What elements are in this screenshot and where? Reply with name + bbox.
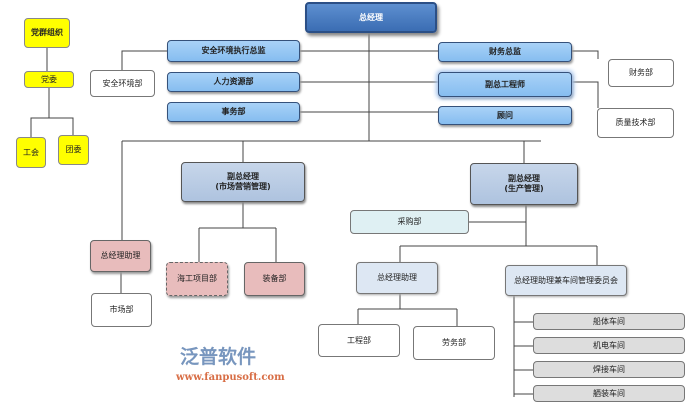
youth-league-box: 团委 [58,135,89,165]
watermark-url: www.fanpusoft.com [176,372,285,383]
vp-production-box: 副总经理(生产管理) [470,163,578,205]
hr-box: 人力资源部 [167,72,300,92]
cfo-box: 财务总监 [438,42,572,62]
workshop-committee-box: 总经理助理兼车间管理委员会 [505,265,627,296]
equipment-dept-box: 装备部 [244,262,305,296]
engineering-dept-box: 工程部 [318,324,400,357]
vp-production-title: 副总经理 [508,174,540,184]
gm-assistant-market-box: 总经理助理 [90,240,151,272]
party-org-box: 党群组织 [24,18,70,48]
gm-assistant-production-box: 总经理助理 [356,262,438,294]
vp-production-sub: (生产管理) [504,184,544,193]
safety-director-box: 安全环境执行总监 [167,40,300,62]
general-manager-box: 总经理 [305,2,437,33]
safety-dept-box: 安全环境部 [90,70,155,97]
party-committee-box: 党委 [24,71,74,88]
affairs-box: 事务部 [167,102,300,122]
watermark-logo: 泛普软件 [180,346,257,368]
vp-marketing-box: 副总经理(市场营销管理) [181,162,305,202]
workshop-box: 舾装车间 [533,385,685,402]
advisor-box: 顾问 [438,106,572,125]
deputy-chief-engineer-box: 副总工程师 [438,72,572,97]
workshop-box: 船体车间 [533,313,685,330]
offshore-dept-box: 海工项目部 [166,262,228,296]
quality-dept-box: 质量技术部 [597,108,674,138]
finance-dept-box: 财务部 [608,59,674,87]
labor-dept-box: 劳务部 [413,326,495,360]
vp-marketing-sub: (市场营销管理) [215,182,271,191]
vp-marketing-title: 副总经理 [227,172,259,182]
purchasing-dept-box: 采购部 [350,210,469,234]
workshop-box: 机电车间 [533,337,685,354]
union-box: 工会 [16,137,46,168]
market-dept-box: 市场部 [91,293,152,327]
workshop-box: 焊接车间 [533,361,685,378]
